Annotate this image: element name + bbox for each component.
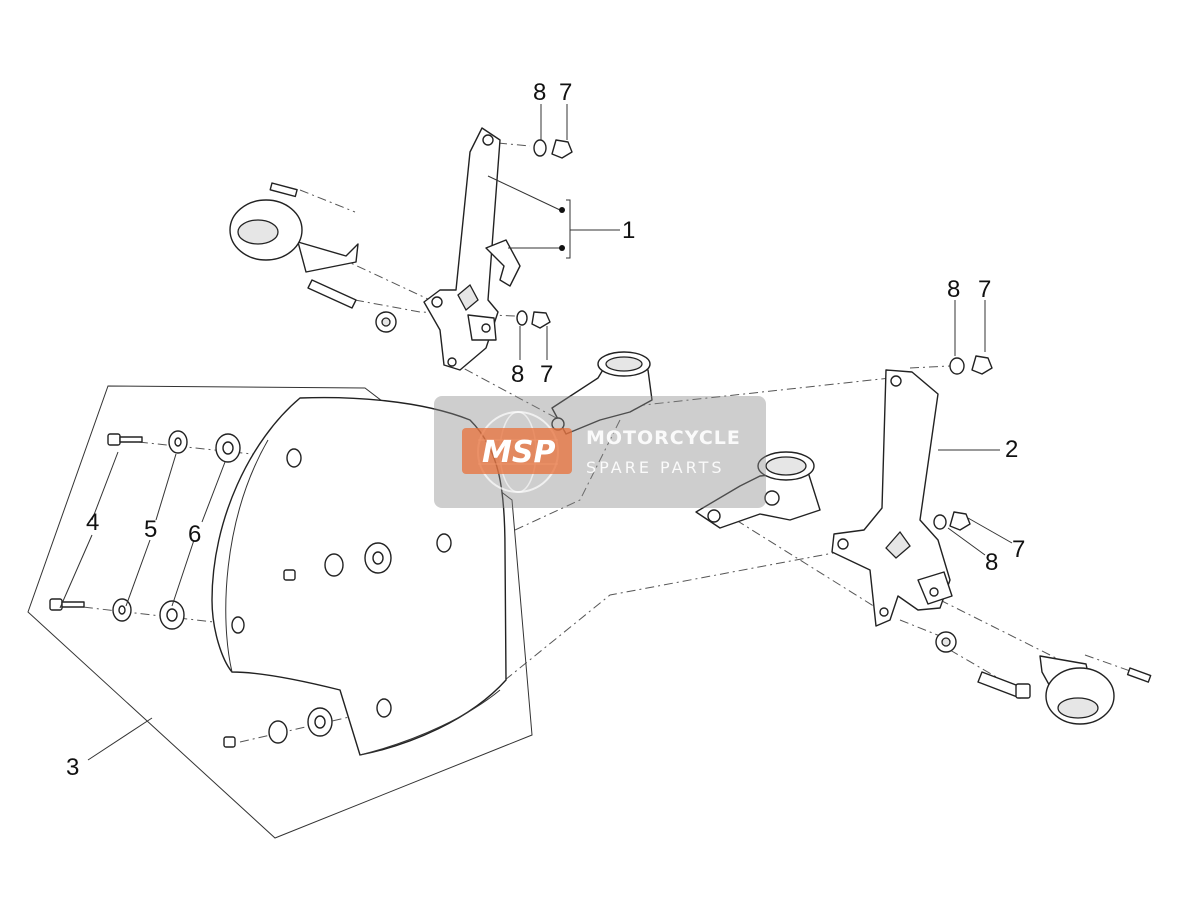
- clamp-left: [551, 351, 653, 435]
- callout-7-mid: 7: [540, 361, 553, 388]
- callout-3: 3: [66, 754, 79, 781]
- callout-8-right: 8: [947, 276, 960, 303]
- bolt-right: [935, 631, 1031, 699]
- callout-7-top: 7: [559, 79, 572, 106]
- callout-labels: 8 7 1 8 7 8 7 2 8 7 4 5 6 3: [66, 79, 1025, 781]
- watermark-banner: [434, 396, 766, 508]
- grommets-6: [159, 433, 392, 737]
- callout-8-top: 8: [533, 79, 546, 106]
- washers-5: [112, 430, 344, 744]
- watermark-line2: SPARE PARTS: [586, 458, 725, 477]
- kit-outline: [27, 385, 533, 839]
- bracket-left: [423, 127, 501, 371]
- callout-8-lower: 8: [985, 549, 998, 576]
- callout-2: 2: [1005, 436, 1018, 463]
- windscreen: [211, 396, 507, 756]
- callout-4: 4: [86, 509, 99, 536]
- screw-4-top: [107, 433, 143, 446]
- nut-washer-right-mid: [933, 511, 971, 531]
- callout-7-lower: 7: [1012, 536, 1025, 563]
- nut-washer-mid-left: [516, 310, 551, 329]
- watermark-logo-box: [462, 428, 572, 474]
- clip-part: [485, 239, 521, 287]
- bolt-left: [307, 279, 397, 333]
- callout-6: 6: [188, 521, 201, 548]
- turn-signal-right: [1039, 655, 1152, 725]
- nut-washer-top: [533, 139, 573, 159]
- callout-bracket-1: [487, 175, 620, 259]
- callout-5: 5: [144, 516, 157, 543]
- watermark: MSP MOTORCYCLE SPARE PARTS: [434, 396, 766, 508]
- watermark-line1: MOTORCYCLE: [586, 427, 741, 449]
- bracket-right: [831, 369, 953, 627]
- callout-7-right: 7: [978, 276, 991, 303]
- leader-lines: [59, 104, 1013, 761]
- turn-signal-left: [229, 182, 359, 273]
- screw-mid: [223, 569, 296, 748]
- nut-washer-right-top: [949, 355, 993, 375]
- screw-4-bottom: [49, 598, 85, 611]
- callout-8-mid: 8: [511, 361, 524, 388]
- clamp-right: [695, 451, 821, 529]
- watermark-logo: MSP: [482, 435, 555, 470]
- callout-1: 1: [622, 217, 635, 244]
